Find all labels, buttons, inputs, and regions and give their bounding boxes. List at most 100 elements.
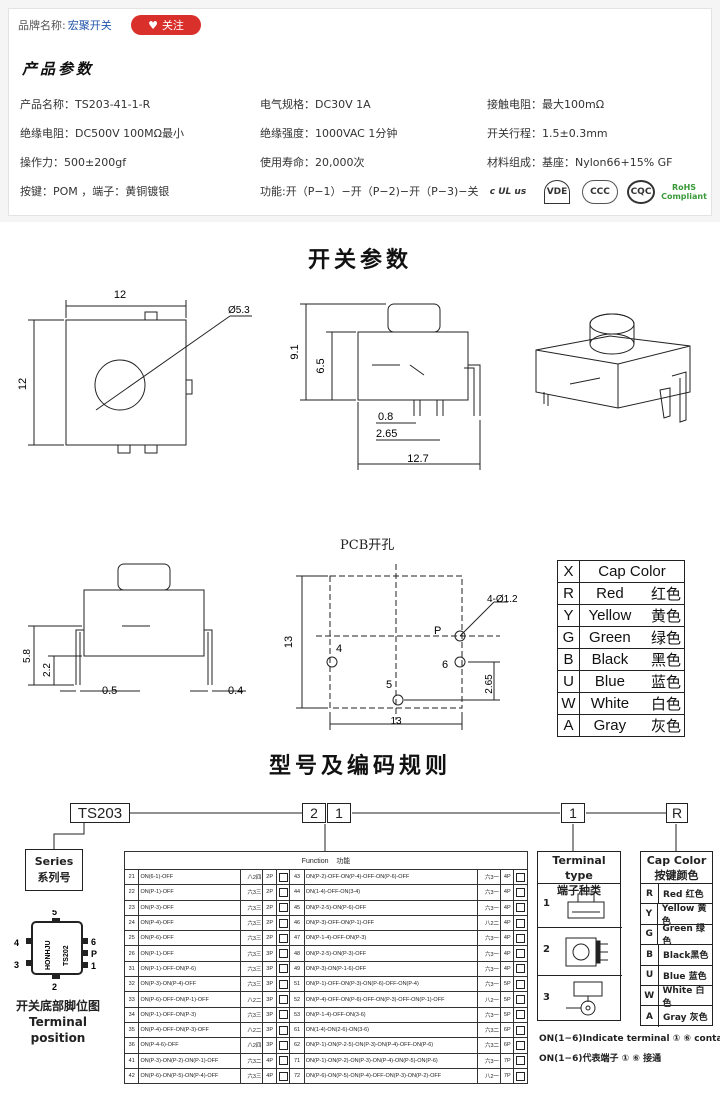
cap-key: B xyxy=(557,648,580,671)
function-cell: 3P xyxy=(262,1037,277,1054)
pcb-title: PCB开孔 xyxy=(340,538,395,553)
code-color-letter: R xyxy=(666,803,688,823)
pcb-pin-5: 5 xyxy=(386,679,392,691)
spec-product-name: 产品名称：TS203-41-1-R xyxy=(20,98,151,111)
function-cell: 35 xyxy=(123,1021,140,1039)
circuit-symbol-icon xyxy=(278,949,288,959)
function-cell: 2P xyxy=(262,868,277,886)
function-cell: 48 xyxy=(289,945,305,962)
circuit-symbol-icon xyxy=(275,945,291,962)
circuit-symbol-icon xyxy=(278,964,288,974)
function-cell: 24 xyxy=(123,914,140,932)
cap-en: Green xyxy=(578,626,640,649)
pcb-pin-6: 6 xyxy=(442,659,448,671)
dim-pcb-265: 2.65 xyxy=(484,674,495,694)
vde-logo-icon: VDE xyxy=(544,180,570,204)
function-cell: 3P xyxy=(262,1021,277,1039)
pcb-pin-4: 4 xyxy=(336,643,342,655)
function-cell: 六3三 xyxy=(239,976,264,993)
cap-color-key: G xyxy=(641,924,659,945)
function-cell: 21 xyxy=(123,868,140,886)
function-cell: 5P xyxy=(500,976,515,993)
circuit-symbol-icon xyxy=(278,1025,288,1035)
top-view-body xyxy=(65,319,187,446)
cap-key: U xyxy=(557,670,580,693)
pin-p-label: P xyxy=(91,949,97,959)
circuit-symbol-icon xyxy=(516,979,526,989)
function-cell: 44 xyxy=(289,884,305,901)
spec-dielectric: 绝缘强度：1000VAC 1分钟 xyxy=(260,127,398,140)
circuit-symbol-icon xyxy=(275,1021,291,1039)
function-cell: 34 xyxy=(123,1006,140,1023)
function-cell: 4P xyxy=(262,1052,277,1069)
function-cell: 6P xyxy=(500,1037,515,1054)
function-cell: 4P xyxy=(500,884,515,901)
function-cell: 31 xyxy=(123,960,140,978)
terminal-position-label: 开关底部脚位图 Terminal position xyxy=(8,998,108,1046)
function-cell: ON(P-1)-OFF xyxy=(138,884,241,901)
pin-5-label: 5 xyxy=(52,910,57,917)
function-cell: ON(P-1)-ON(P-2)-ON(P-3)-ON(P-4)-ON(P-5)-… xyxy=(303,1052,479,1069)
brand-label: 品牌名称: xyxy=(18,19,66,32)
section-title: 产品参数 xyxy=(22,60,95,78)
circuit-symbol-icon xyxy=(278,1056,288,1066)
cap-color-key: Y xyxy=(641,904,658,924)
function-cell: ON(P-1)-ON(P-2-5)-ON(P-3)-ON(P-4)-OFF-ON… xyxy=(303,1037,479,1054)
follow-button[interactable]: ♥ 关注 xyxy=(131,15,201,35)
function-header-en: Function xyxy=(301,857,329,865)
function-cell: ON(1-4)-ON(2-6)-ON(3-6) xyxy=(303,1021,479,1039)
function-cell: 六3三 xyxy=(239,960,264,978)
function-cell: 42 xyxy=(123,1067,140,1085)
cap-color-key: W xyxy=(641,985,659,1006)
terminal-position-cn: 开关底部脚位图 xyxy=(15,999,100,1013)
code-series-box: TS203 xyxy=(70,803,130,823)
dim-front-58: 5.8 xyxy=(22,649,33,663)
cap-color-list-en: Cap Color xyxy=(646,854,707,867)
function-cell: ON(P-6)-ON(P-5)-ON(P-4)-OFF-ON(P-3)-ON(P… xyxy=(303,1067,479,1085)
spec-travel: 开关行程：1.5±0.3mm xyxy=(487,127,608,140)
circuit-symbol-icon xyxy=(513,914,528,932)
pin-4-label: 4 xyxy=(14,938,19,948)
circuit-symbol-icon xyxy=(516,964,526,974)
cap-en: White xyxy=(578,692,640,715)
function-cell: 3P xyxy=(262,976,277,993)
cap-color-list-cn: 按键颜色 xyxy=(654,869,699,882)
function-cell: 49 xyxy=(289,960,305,978)
function-cell: 六3三 xyxy=(239,914,264,932)
function-cell: 六3三 xyxy=(239,1067,264,1085)
series-cn: 系列号 xyxy=(37,871,71,884)
circuit-symbol-icon xyxy=(516,1071,526,1081)
terminal-type-en: Terminal type xyxy=(552,854,606,882)
function-header-cn: 功能 xyxy=(336,857,351,865)
function-cell: 八2二 xyxy=(239,1021,264,1039)
terminal-position-diagram: 5 4 3 6 P 1 2 HONHJU TS202 xyxy=(14,910,97,992)
spec-force: 操作力：500±200gf xyxy=(20,156,127,169)
function-cell: 7P xyxy=(500,1067,515,1085)
cap-key: A xyxy=(557,714,580,737)
brand-name-link[interactable]: 宏聚开关 xyxy=(67,19,112,32)
function-cell: 六3三 xyxy=(239,930,264,947)
function-cell: 六3一 xyxy=(477,1006,502,1023)
cap-en: Blue xyxy=(578,670,640,693)
dim-front-04: 0.4 xyxy=(228,685,243,697)
function-cell: 六3一 xyxy=(477,930,502,947)
function-cell: 47 xyxy=(289,930,305,947)
series-label-box: Series 系列号 xyxy=(25,849,83,891)
cap-en: Gray xyxy=(578,714,640,737)
function-cell: ON(P-2)-OFF-ON(P-4)-OFF-ON(P-6)-OFF xyxy=(303,868,479,886)
function-cell: 八2二 xyxy=(477,914,502,932)
function-cell: 72 xyxy=(289,1067,305,1085)
circuit-symbol-icon xyxy=(516,1040,526,1050)
function-cell: 2P xyxy=(262,914,277,932)
function-cell: 4P xyxy=(262,1067,277,1085)
circuit-symbol-icon xyxy=(275,930,291,947)
function-cell: ON(P-1)-OFF xyxy=(138,945,241,962)
pin-1-label: 1 xyxy=(91,961,96,971)
spec-material: 材料组成：基座：Nylon66+15% GF xyxy=(487,156,673,169)
cap-color-key: A xyxy=(641,1006,659,1027)
